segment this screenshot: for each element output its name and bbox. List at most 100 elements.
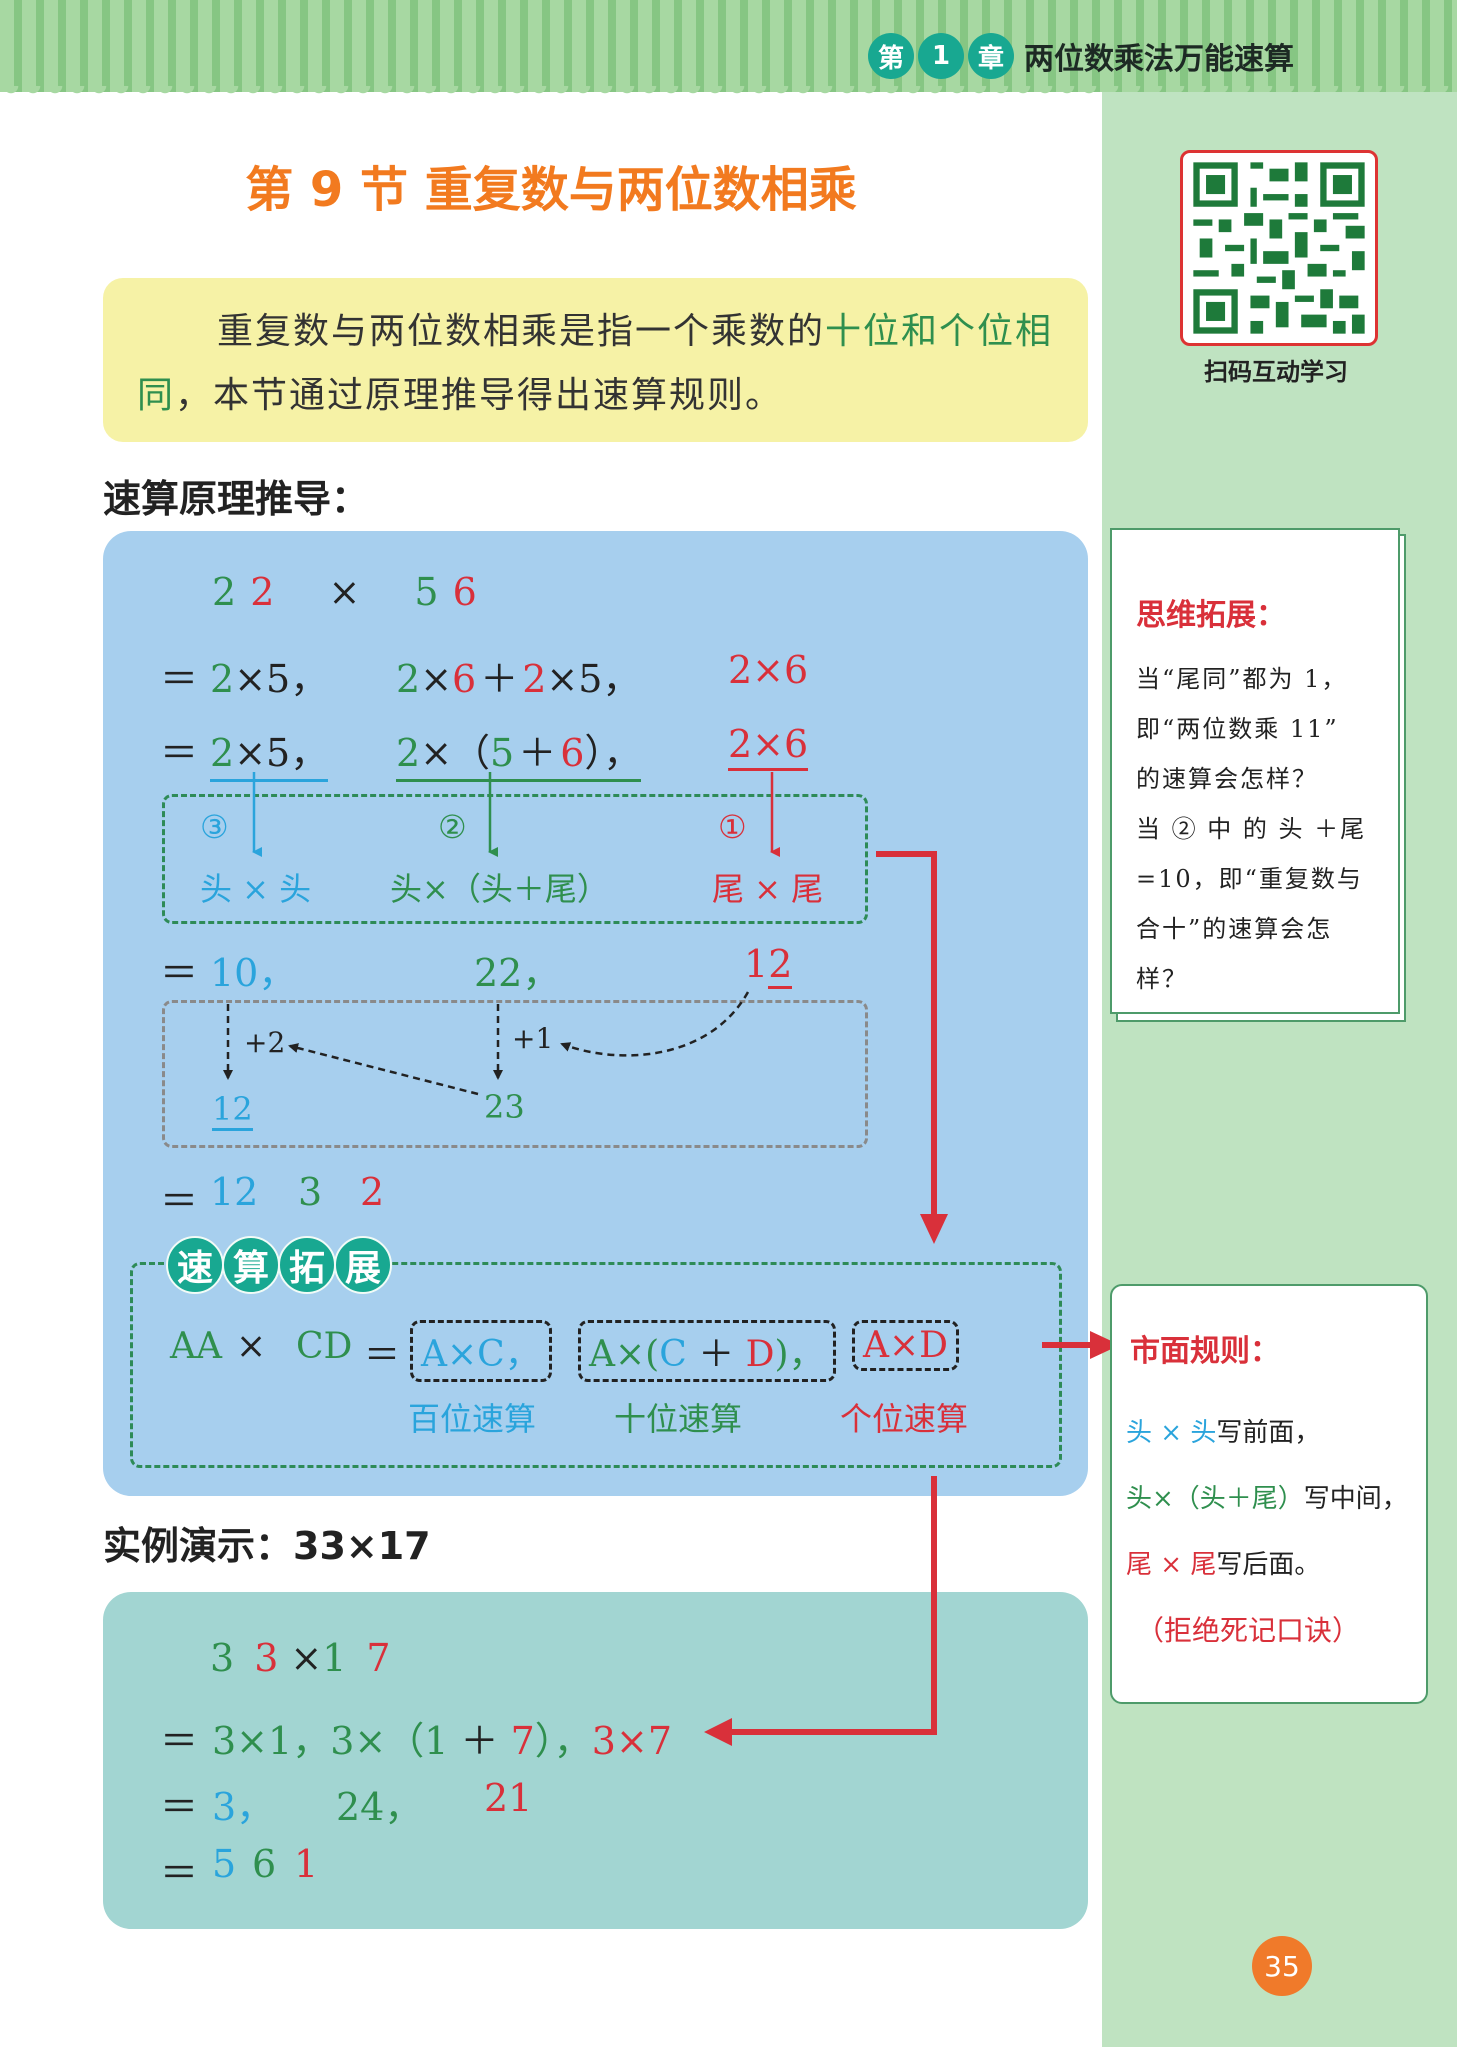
formula-part: )， [774,1334,825,1375]
rule-key: 头 × 头 [1126,1418,1217,1448]
rule-key: 头×（头＋尾） [1126,1484,1304,1514]
formula-aa: AA [170,1326,222,1367]
extension-eq: ＝ [364,1335,401,1376]
rule-label-box [162,794,868,924]
term-text: ）， [584,731,642,775]
intro-part1: 重复数与两位数相乘是指一个乘数的 [217,311,826,352]
rule-text: 写中间， [1303,1484,1408,1514]
digit: 1 [424,1719,449,1763]
rule-text: 写前面， [1216,1418,1321,1448]
formula-cd: CD [296,1326,353,1367]
carry-arrows [223,991,750,1096]
qr-code[interactable] [1180,150,1378,346]
label-hundreds: 百位速算 [408,1400,537,1438]
derivation-box [103,531,1088,1496]
derivation-line1: 22 × 56 [212,570,491,614]
label-tail-tail: 尾 × 尾 [712,870,824,908]
label-num-3: ③ [200,808,229,846]
derivation-line4-eq: ＝ [160,951,199,995]
intro-text: 重复数与两位数相乘是指一个乘数的十位和个位相同，本节通过原理推导得出速算规则。 [103,278,1088,428]
formula-part: A×( [589,1334,660,1375]
derivation-line2-term1: 2×5， [210,648,328,703]
chapter-chip-prefix: 第 [868,33,914,79]
derivation-line4-v2: 22， [474,951,561,995]
example-line4-v3: 1 [294,1842,319,1886]
think-note: 思维拓展： 当“尾同”都为 1， 即“两位数乘 11” 的速算会怎样？ 当 ② … [1110,528,1400,1014]
times-sign: × [328,570,375,614]
term-text: ×5， [546,657,641,701]
term-text: ）， [534,1719,592,1763]
qr-code-icon [1187,156,1371,340]
market-title: 市面规则： [1130,1334,1280,1369]
extension-badge: 速 算 拓 展 [166,1236,392,1294]
derivation-line3-eq: ＝ [160,731,199,775]
digit: 2 [210,731,235,775]
digit: 2 [396,657,421,701]
derivation-line5-eq: ＝ [160,1179,199,1223]
label-tens: 十位速算 [614,1400,743,1438]
digit: 1 [322,1636,359,1680]
digit: 2 [768,942,793,989]
digit: 2 [396,731,421,775]
plus-sign: ＋ [518,731,557,775]
derivation-line2-eq: ＝ [160,657,199,701]
term-text: 3×7 [591,1719,672,1763]
extension-hundreds-box: A×C， [410,1320,552,1382]
derivation-line5-v1: 12 [210,1170,259,1214]
digit: 2 [212,570,251,614]
derivation-line5-v2: 3 [298,1170,323,1214]
intro-highlight1: 十位和个 [825,311,978,352]
rule-text: 写后面。 [1216,1550,1321,1580]
digit: 6 [560,731,585,775]
label-head-sum: 头×（头＋尾） [390,870,609,908]
digit: 7 [366,1636,403,1680]
think-line: =10，即“重复数与 [1136,865,1363,893]
think-title: 思维拓展： [1136,598,1286,633]
intro-box: 重复数与两位数相乘是指一个乘数的十位和个位相同，本节通过原理推导得出速算规则。 [103,278,1088,442]
red-flow-arrow-left [704,1476,937,1746]
extension-box [130,1262,1062,1468]
term-text: ×5， [234,657,329,701]
digit: 5 [414,570,453,614]
intro-highlight2: 位相同 [137,311,1054,416]
formula-part: C [659,1334,687,1375]
think-line: 样？ [1136,965,1188,993]
carry-result-23: 23 [484,1088,525,1126]
extension-tens-box: A×(C ＋ D)， [578,1320,836,1382]
badge-char: 展 [334,1236,392,1294]
example-line3-v1: 3， [212,1785,275,1829]
example-line3-v3: 21 [484,1776,533,1820]
example-line3-eq: ＝ [160,1785,199,1829]
example-line4-eq: ＝ [160,1851,199,1895]
page-number: 35 [1252,1936,1312,1996]
carry-box [162,1000,868,1148]
derivation-heading: 速算原理推导： [103,477,370,521]
qr-caption: 扫码互动学习 [1204,358,1348,386]
intro-part2: ，本节通过原理推导得出速算规则。 [175,375,784,416]
example-box [103,1592,1088,1929]
market-rule-1: 头 × 头写前面， [1126,1400,1426,1466]
digit: 3 [210,1636,247,1680]
digit: 5 [490,731,515,775]
carry-plus-1: +1 [512,1022,554,1055]
digit: 7 [510,1719,535,1763]
section-title: 第 9 节 重复数与两位数相乘 [245,162,857,218]
derivation-line2-term3: 2×6 [728,648,809,692]
term-text: ×（ [420,731,491,775]
term-text: 3×1， [212,1719,331,1763]
extension-times: × [236,1326,267,1367]
market-rule-2: 头×（头＋尾）写中间， [1126,1466,1426,1532]
formula-part: D [745,1334,775,1375]
think-line: 当“尾同”都为 1， [1136,665,1348,693]
extension-aa: AA [170,1326,222,1367]
derivation-line4-v3: 12 [744,942,793,989]
digit: 2 [210,657,235,701]
example-line4-v1: 5 [212,1842,237,1886]
example-heading: 实例演示：33×17 [103,1524,431,1568]
red-flow-arrow-right [1042,1331,1120,1359]
carry-plus-2: +2 [244,1026,286,1059]
example-line2: 3×1，3×（1 ＋ 7），3×7 [212,1710,672,1765]
think-line: 当 ② 中 的 头 ＋尾 [1136,815,1367,843]
